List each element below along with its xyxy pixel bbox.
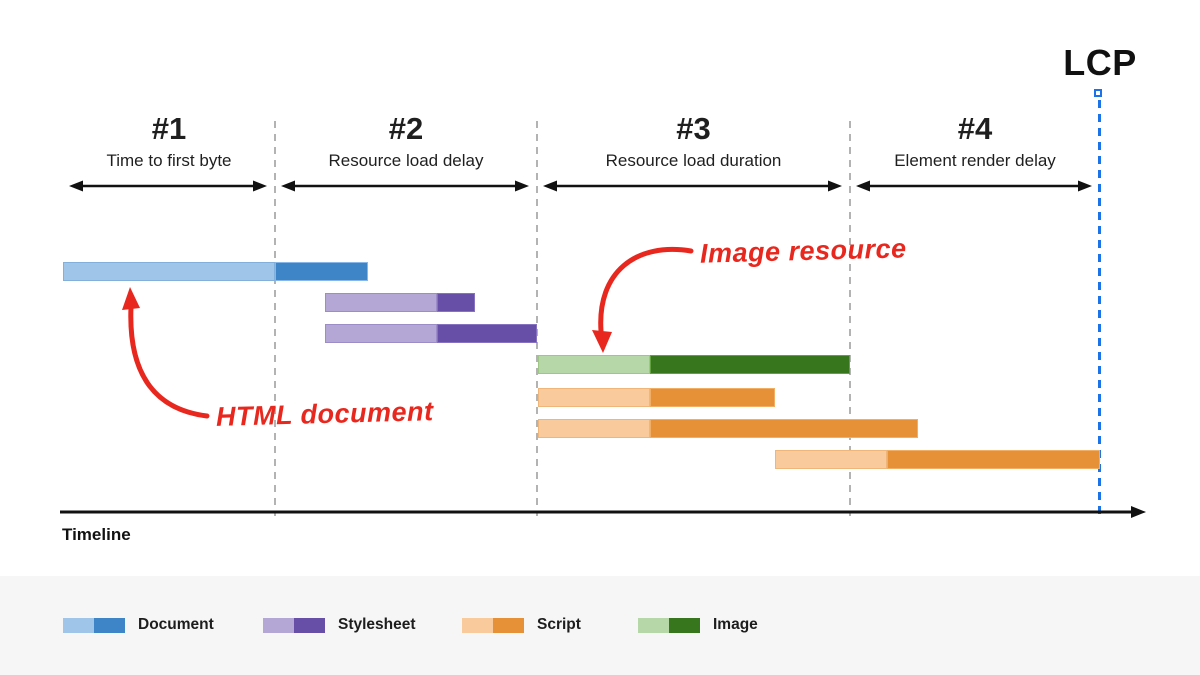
image-dark-swatch bbox=[669, 617, 700, 633]
phase-arrow-left-head-1 bbox=[69, 180, 83, 192]
phase-arrow-right-head-1 bbox=[253, 180, 267, 192]
legend-item-stylesheet: Stylesheet bbox=[263, 616, 416, 634]
phase-arrow-right-head-2 bbox=[515, 180, 529, 192]
script-bar-dark-segment bbox=[650, 388, 775, 407]
phase-arrow-left-head-3 bbox=[543, 180, 557, 192]
document-bar-light-segment bbox=[63, 262, 275, 281]
stylesheet-dark-swatch bbox=[294, 617, 325, 633]
stylesheet-bar-dark-segment bbox=[437, 324, 537, 343]
legend-label: Image bbox=[713, 616, 758, 633]
legend-label: Document bbox=[138, 616, 214, 633]
legend-label: Script bbox=[537, 616, 581, 633]
timeline-axis-label: Timeline bbox=[62, 525, 131, 544]
phase-number: #3 bbox=[676, 111, 711, 146]
phase-divider-line-2 bbox=[536, 121, 538, 516]
document-bar-dark-segment bbox=[275, 262, 368, 281]
script-dark-swatch bbox=[493, 617, 524, 633]
phase-arrow-right-head-3 bbox=[828, 180, 842, 192]
html-document-arrow bbox=[128, 304, 210, 419]
image-bar-light-segment bbox=[538, 355, 650, 374]
phase-label: Time to first byte bbox=[106, 151, 232, 171]
phase-number: #4 bbox=[957, 111, 993, 146]
stylesheet-light-swatch bbox=[263, 617, 294, 633]
annotation-html-document: HTML document bbox=[215, 396, 434, 432]
document-light-swatch bbox=[63, 617, 94, 633]
script-light-swatch bbox=[462, 617, 493, 633]
phase-number: #1 bbox=[151, 111, 187, 146]
script-bar-dark-segment bbox=[887, 450, 1100, 469]
phase-arrow-left-head-4 bbox=[856, 180, 870, 192]
image-resource-arrow bbox=[598, 247, 694, 334]
stylesheet-bar-light-segment bbox=[325, 293, 437, 312]
html-document-arrowhead bbox=[122, 287, 140, 310]
phase-divider-line-1 bbox=[274, 121, 276, 516]
phase-arrow-left-head-2 bbox=[281, 180, 295, 192]
legend-item-image: Image bbox=[638, 616, 758, 634]
image-bar-dark-segment bbox=[650, 355, 850, 374]
script-bar-dark-segment bbox=[650, 419, 918, 438]
phase-divider-line-3 bbox=[849, 121, 851, 516]
image-resource-arrowhead bbox=[592, 330, 612, 353]
lcp-dashed-line bbox=[1098, 100, 1101, 516]
stylesheet-bar-dark-segment bbox=[437, 293, 475, 312]
phase-label: Resource load duration bbox=[605, 151, 782, 171]
phase-label: Element render delay bbox=[894, 151, 1056, 171]
legend-item-document: Document bbox=[63, 616, 214, 634]
legend-item-script: Script bbox=[462, 616, 581, 634]
script-bar-light-segment bbox=[775, 450, 887, 469]
document-dark-swatch bbox=[94, 617, 125, 633]
lcp-title: LCP bbox=[1063, 42, 1137, 83]
lcp-marker-square bbox=[1094, 89, 1102, 97]
annotation-image-resource: Image resource bbox=[699, 233, 907, 269]
timeline-axis-arrowhead bbox=[1131, 506, 1146, 518]
script-bar-light-segment bbox=[538, 388, 650, 407]
phase-arrow-right-head-4 bbox=[1078, 180, 1092, 192]
phase-label: Resource load delay bbox=[328, 151, 484, 171]
legend-label: Stylesheet bbox=[338, 616, 416, 633]
phase-number: #2 bbox=[388, 111, 424, 146]
script-bar-light-segment bbox=[538, 419, 650, 438]
legend-strip bbox=[0, 576, 1200, 675]
image-light-swatch bbox=[638, 617, 669, 633]
stylesheet-bar-light-segment bbox=[325, 324, 437, 343]
